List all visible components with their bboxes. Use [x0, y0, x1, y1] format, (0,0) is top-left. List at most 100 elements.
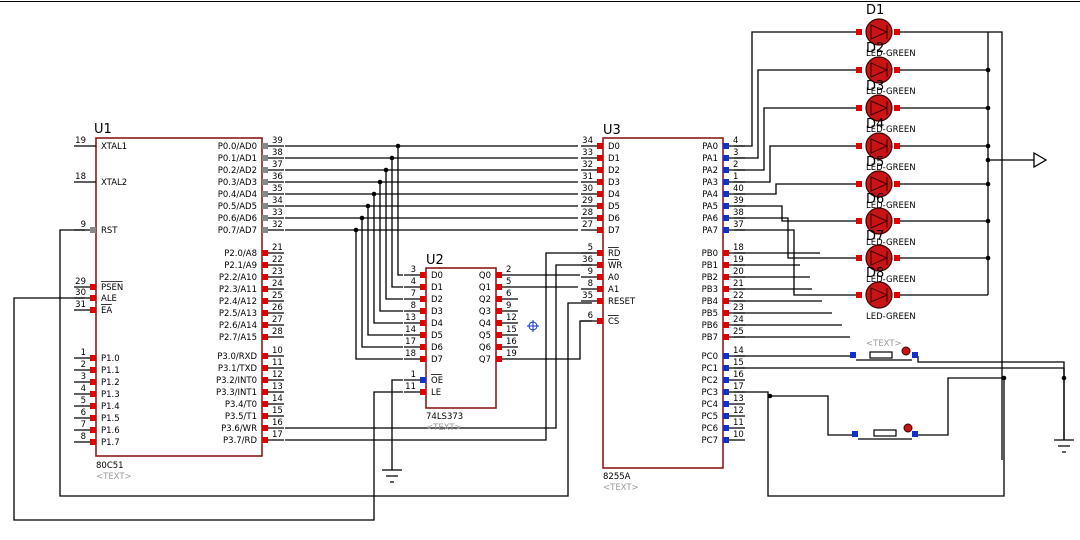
pin-d1[interactable]: 4D1	[404, 277, 443, 293]
pin-d2[interactable]: 7D2	[404, 289, 443, 305]
pin-rd[interactable]: 5RD	[581, 243, 621, 259]
pin-p1-0[interactable]: 1P1.0	[74, 348, 120, 364]
pin-p1-7[interactable]: 8P1.7	[74, 432, 120, 448]
pin-p1-4[interactable]: 5P1.4	[74, 396, 120, 412]
pin-q3[interactable]: 9Q3	[479, 301, 518, 317]
pin-d3[interactable]: 8D3	[404, 301, 443, 317]
pin-q2[interactable]: 6Q2	[479, 289, 518, 305]
chip-u3-8255a[interactable]: U3 34D033D132D231D330D429D528D627D75RD36…	[581, 123, 745, 493]
pin-q0[interactable]: 2Q0	[479, 265, 518, 281]
pin-oe[interactable]: 1OE	[404, 370, 443, 386]
pin-q1[interactable]: 5Q1	[479, 277, 518, 293]
pin-p1-2[interactable]: 3P1.2	[74, 372, 120, 388]
pin-p1-6[interactable]: 7P1.6	[74, 420, 120, 436]
chip-u1-80c51[interactable]: U1 19XTAL118XTAL29RST29PSEN30ALE31EA1P1.…	[74, 122, 284, 482]
pin-cs[interactable]: 6CS	[581, 311, 619, 327]
pin-p1-3[interactable]: 4P1.3	[74, 384, 120, 400]
pin-p1-5[interactable]: 6P1.5	[74, 408, 120, 424]
pin-p1-1[interactable]: 2P1.1	[74, 360, 120, 376]
pin-a0[interactable]: 9A0	[581, 267, 619, 283]
pin-a1[interactable]: 8A1	[581, 279, 619, 295]
pin-d0[interactable]: 3D0	[404, 265, 443, 281]
